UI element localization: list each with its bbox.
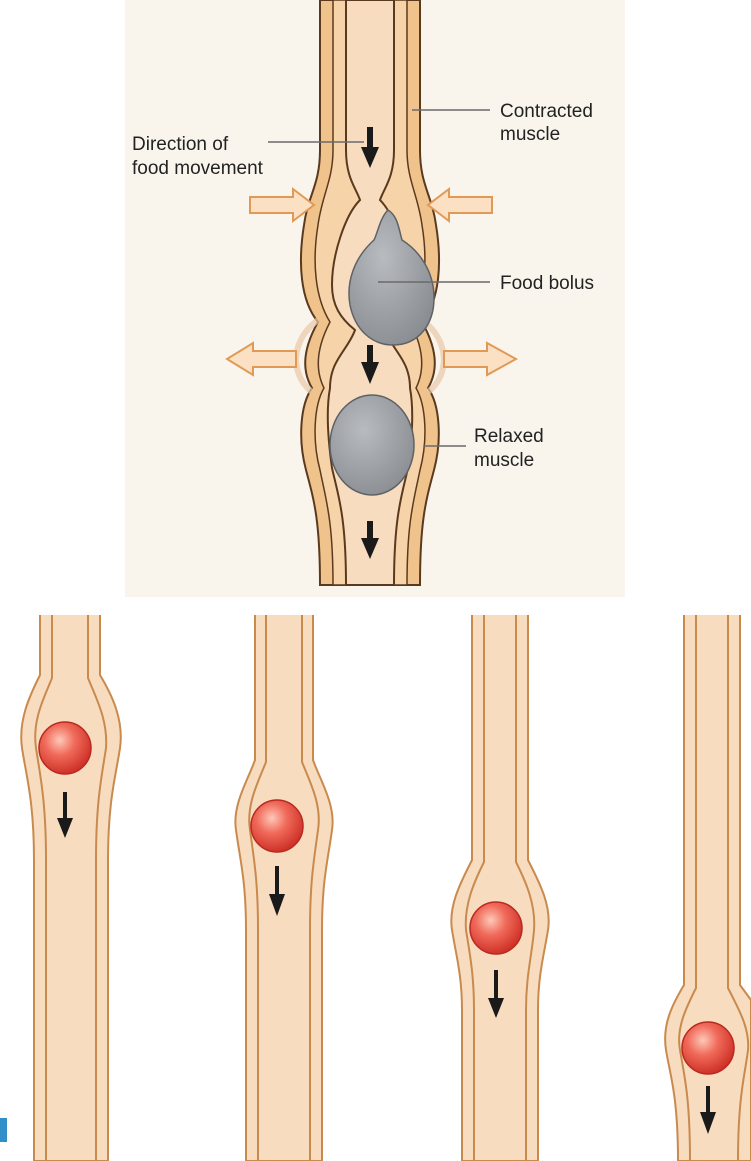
tube-outer <box>451 615 548 1161</box>
sequence-tube-3 <box>451 615 548 1161</box>
contracted-muscle-label-line2: muscle <box>500 124 560 145</box>
sequence-tube-2 <box>235 615 332 1161</box>
food-bolus-label: Food bolus <box>500 273 594 294</box>
relaxed-muscle-label-line1: Relaxed <box>474 426 544 447</box>
tube-outer <box>235 615 332 1161</box>
food-ball <box>470 902 522 954</box>
top-panel: Contracted muscle Direction of food move… <box>125 0 625 597</box>
direction-label-line2: food movement <box>132 158 264 179</box>
sequence-panel <box>21 615 751 1161</box>
food-bolus-round <box>330 395 414 495</box>
corner-tab <box>0 1118 7 1142</box>
tube-outer <box>21 615 121 1161</box>
food-ball <box>39 722 91 774</box>
food-ball <box>682 1022 734 1074</box>
relaxed-muscle-label-line2: muscle <box>474 450 534 471</box>
contracted-muscle-label-line1: Contracted <box>500 101 593 122</box>
sequence-tube-4 <box>665 615 751 1161</box>
sequence-tube-1 <box>21 615 121 1161</box>
direction-label-line1: Direction of <box>132 134 229 155</box>
tube-outer <box>665 615 751 1161</box>
food-ball <box>251 800 303 852</box>
